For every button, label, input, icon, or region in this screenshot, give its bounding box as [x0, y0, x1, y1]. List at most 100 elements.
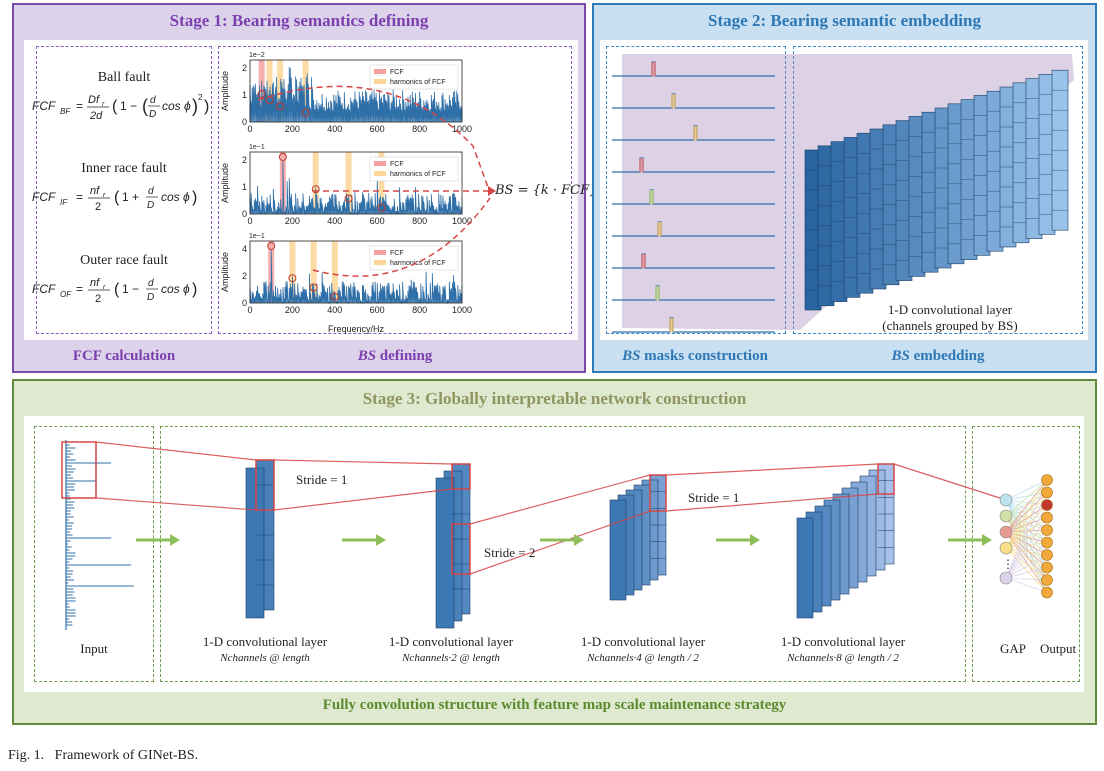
mask-pulse	[669, 318, 674, 332]
x-tick-label: 1000	[452, 216, 472, 226]
legend-fcf-swatch	[374, 161, 386, 166]
fc-edge	[1005, 492, 1048, 579]
embed-channel-2	[817, 145, 835, 307]
fc-edge	[1005, 517, 1048, 579]
fc-edge	[1005, 547, 1048, 581]
svg-text:(: (	[142, 96, 148, 116]
x-tick-label: 0	[247, 124, 252, 134]
fc-edge	[1005, 531, 1048, 581]
x-tick-label: 400	[327, 216, 342, 226]
mask-pulse	[651, 62, 656, 76]
mask-pulse	[641, 254, 646, 268]
layer1-window	[255, 459, 275, 511]
connector-line	[469, 474, 651, 525]
svg-text:r: r	[103, 284, 106, 291]
mask-pulse	[639, 158, 644, 172]
figure-caption: Fig. 1. Framework of GINet-BS.	[8, 748, 199, 763]
peak-marker	[278, 152, 287, 161]
plot-scale-label: 1e−1	[249, 233, 265, 240]
x-tick-label: 0	[247, 216, 252, 226]
svg-text:(: (	[114, 189, 120, 206]
harmonic-band	[312, 152, 319, 214]
x-tick-label: 1000	[452, 305, 472, 315]
connector-line	[469, 510, 651, 575]
x-tick-label: 400	[327, 124, 342, 134]
stage2-title: Stage 2: Bearing semantic embedding	[708, 11, 981, 30]
fc-edge	[1005, 504, 1048, 533]
layer2-window-a	[451, 463, 471, 490]
peak-marker	[276, 102, 285, 111]
peak-marker	[288, 274, 297, 283]
layer2-title: 1-D convolutional layer	[388, 634, 514, 649]
embedding-label-rest: embedding	[909, 348, 985, 364]
fc-edge	[1005, 547, 1048, 593]
y-tick-label: 2	[242, 63, 247, 73]
fc-edge	[1005, 479, 1048, 579]
fc-edge	[1005, 499, 1048, 531]
plot-scale-label: 1e−2	[249, 52, 265, 59]
svg-text:IF: IF	[60, 198, 68, 207]
embedding-label-italic: BS	[891, 348, 910, 364]
fc-edge	[1005, 492, 1048, 533]
legend-fcf-text: FCF	[390, 161, 404, 168]
gap-node	[999, 493, 1013, 507]
fc-edge	[1005, 504, 1048, 549]
x-tick-label: 800	[412, 124, 427, 134]
mask-row-9	[612, 317, 775, 333]
arrow-ball	[257, 85, 491, 194]
svg-text:Df: Df	[88, 94, 100, 106]
layer2-window-b	[451, 523, 471, 575]
gap-node	[999, 525, 1013, 539]
svg-text:FCF: FCF	[32, 282, 56, 296]
layer1-sub: Nchannels @ length	[220, 652, 310, 664]
svg-text:D: D	[147, 292, 154, 303]
x-axis-label: Frequency/Hz	[328, 324, 385, 334]
svg-text:nf: nf	[90, 185, 100, 197]
layer3-title: 1-D convolutional layer	[580, 634, 706, 649]
connector-line	[665, 463, 879, 476]
connector-line	[665, 493, 879, 512]
stride-label-1: Stride = 1	[296, 472, 348, 487]
svg-text:d: d	[148, 186, 154, 197]
svg-text:): )	[192, 189, 197, 206]
flow-arrow-head	[982, 534, 992, 546]
mask-pulse	[693, 126, 698, 140]
peak-marker	[330, 292, 339, 301]
svg-text:2: 2	[198, 93, 203, 102]
legend-harm-swatch	[374, 171, 386, 176]
gap-output-box	[972, 426, 1080, 682]
output-node	[1041, 499, 1053, 511]
peak-marker	[309, 283, 318, 292]
layer4-sub: Nchannels·8 @ length / 2	[787, 652, 899, 664]
fc-edge	[1005, 499, 1048, 518]
embed-channel-12	[947, 103, 965, 265]
mask-pulse	[657, 222, 662, 236]
svg-text:FCF: FCF	[32, 190, 56, 204]
svg-text:): )	[204, 98, 209, 115]
conv-note-line2: (channels grouped by BS)	[855, 318, 1045, 334]
stage3-title: Stage 3: Globally interpretable network …	[362, 389, 747, 408]
svg-text:): )	[192, 96, 198, 116]
input-window	[61, 441, 97, 499]
fc-edge	[1005, 517, 1048, 533]
bs-formula: BS = {k · FCF}	[495, 183, 598, 198]
gap-node	[999, 541, 1013, 555]
legend-fcf-text: FCF	[390, 69, 404, 76]
mask-pulse	[655, 286, 660, 300]
peak-marker	[311, 185, 320, 194]
masks-construction-label: BS masks construction	[600, 348, 790, 365]
flow-arrow-head	[170, 534, 180, 546]
legend-harm-text: harmonics of FCF	[390, 260, 446, 267]
legend-harm-text: harmonics of FCF	[390, 171, 446, 178]
svg-text:1 −: 1 −	[120, 99, 137, 113]
peak-marker	[257, 90, 266, 99]
svg-text:=: =	[76, 99, 83, 113]
mask-row-1	[612, 61, 775, 77]
embed-channel-15	[986, 90, 1004, 252]
legend-harm-swatch	[374, 79, 386, 84]
fc-edge	[1005, 492, 1048, 549]
fc-edge	[1005, 499, 1048, 543]
x-tick-label: 400	[327, 305, 342, 315]
harmonic-band	[378, 152, 385, 214]
